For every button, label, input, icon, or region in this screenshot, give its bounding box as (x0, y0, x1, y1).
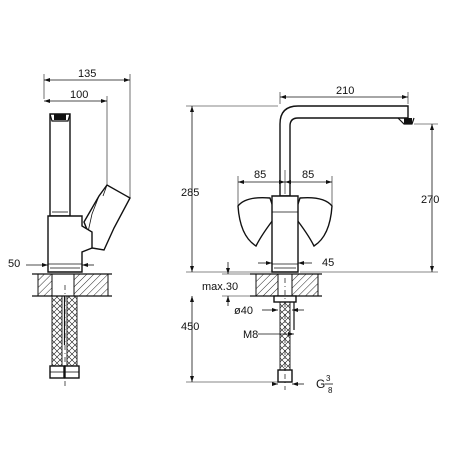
front-lever-right (293, 196, 333, 248)
side-body (47, 215, 93, 273)
dimension-deck-thickness: max.30 (202, 262, 256, 306)
dimension-450: 450 (181, 296, 278, 383)
dim-450-label: 450 (181, 321, 199, 333)
dim-210-label: 210 (336, 85, 354, 97)
dimension-285: 285 (181, 105, 278, 273)
front-deck-left (255, 273, 279, 297)
dim-85-left-label: 85 (254, 169, 266, 181)
connection-g-label: G (316, 377, 325, 391)
dim-100-label: 100 (70, 89, 88, 101)
side-hose-right (66, 295, 78, 367)
dimension-210: 210 (279, 85, 409, 104)
dimension-85-left: 85 (237, 169, 285, 206)
front-hose (279, 301, 291, 371)
side-deck-right (73, 273, 109, 297)
side-spout (49, 113, 71, 217)
front-aerator (404, 118, 412, 124)
side-deck-left (37, 273, 53, 297)
dimension-hole: ø40 (234, 305, 304, 317)
dimension-50: 50 (8, 258, 94, 270)
m8-label: M8 (243, 329, 258, 341)
side-aerator (54, 114, 66, 120)
label-connection: G 3 8 (272, 374, 333, 395)
dimension-85-right: 85 (284, 169, 333, 206)
side-spout-outlet (49, 113, 71, 122)
front-lever-left (237, 196, 277, 248)
connection-fraction-den: 8 (328, 386, 333, 395)
dim-270-label: 270 (421, 194, 439, 206)
front-spout (279, 105, 409, 197)
dim-85-right-label: 85 (302, 169, 314, 181)
dim-45-label: 45 (322, 257, 334, 269)
dim-50-label: 50 (8, 258, 20, 270)
front-body (271, 195, 299, 273)
dim-max30-label: max.30 (202, 281, 238, 293)
label-stud-thread: M8 (243, 329, 294, 341)
dim-135-label: 135 (78, 68, 96, 80)
connection-fraction-num: 3 (326, 374, 331, 383)
dim-o40-label: ø40 (234, 305, 253, 317)
dimension-45: 45 (258, 257, 334, 269)
side-hose-left (51, 295, 63, 367)
side-view: 135 100 (8, 68, 131, 386)
front-view: 210 85 85 (181, 85, 439, 395)
front-deck-right (291, 273, 319, 297)
dim-285-label: 285 (181, 187, 199, 199)
dimension-135: 135 (43, 68, 131, 198)
dimension-270: 270 (300, 123, 439, 273)
